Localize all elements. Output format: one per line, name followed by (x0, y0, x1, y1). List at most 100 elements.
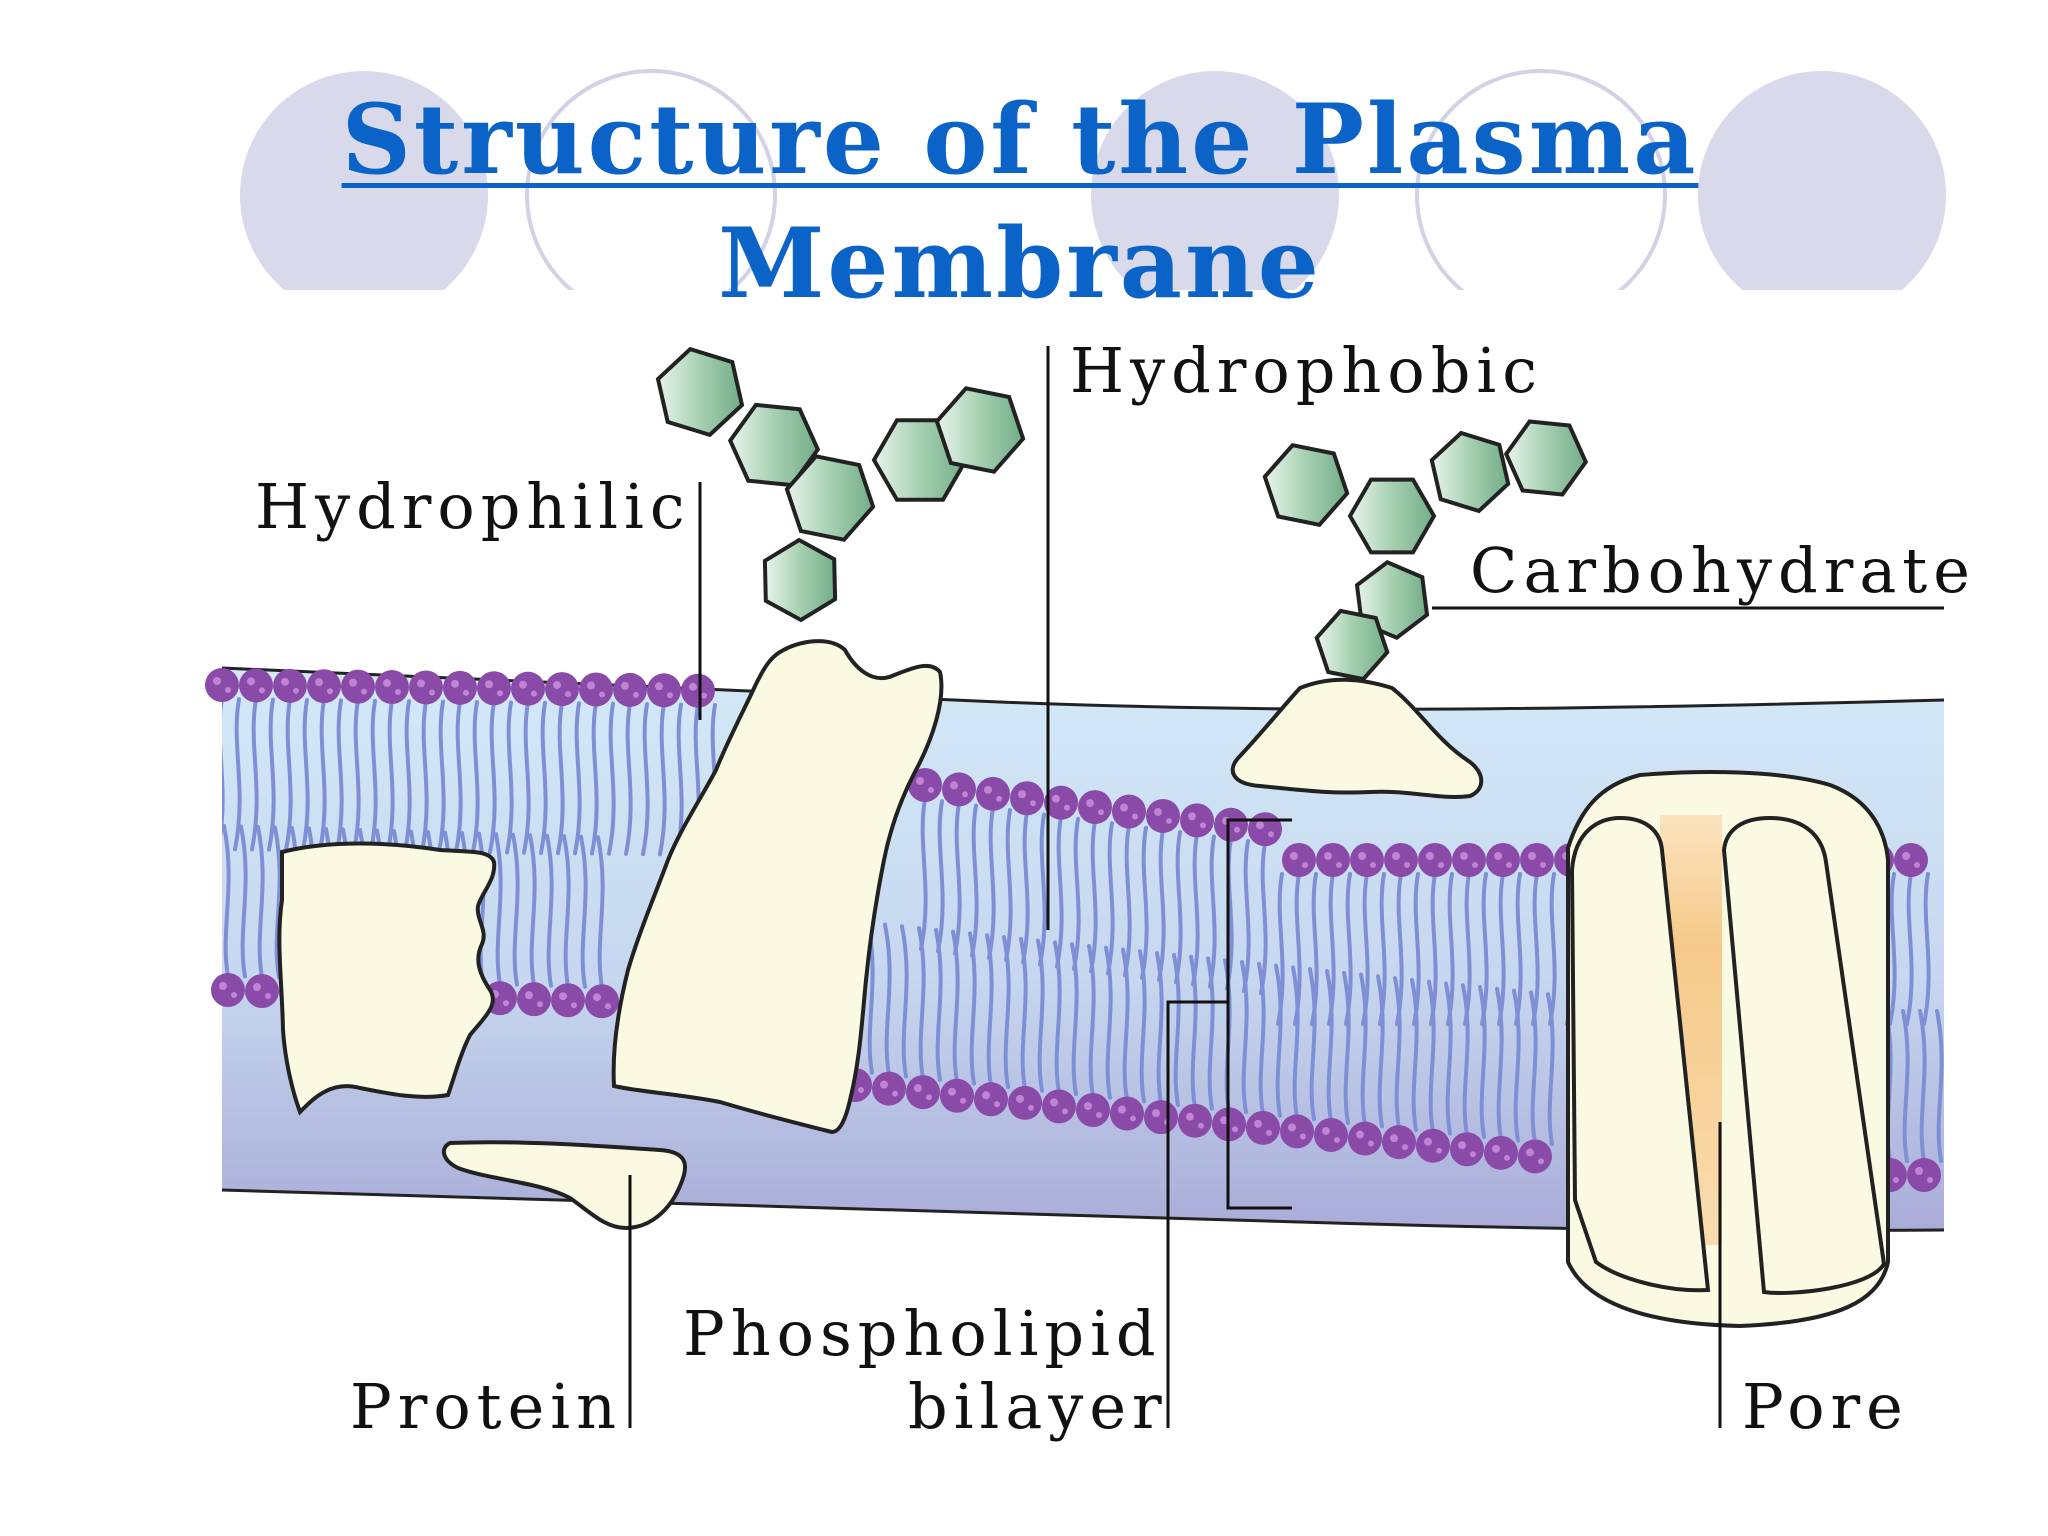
lipid-tail (239, 824, 248, 979)
lipid-head-dot (599, 691, 605, 698)
sugar-hexagon (784, 454, 876, 542)
lipid-tail (1291, 965, 1300, 1120)
lipid-head (613, 672, 647, 707)
decorative-circles (240, 69, 1946, 290)
lipid-head (1520, 843, 1554, 877)
lipid-head-dot (962, 791, 968, 798)
lipid-head-dot (537, 1001, 543, 1008)
lipid-tail (1427, 979, 1436, 1134)
lipid-head-dot (231, 992, 237, 998)
lipid-head (1044, 785, 1078, 820)
lipid-head (1314, 1117, 1348, 1152)
lipid-head-dot (1470, 1151, 1476, 1158)
lipid-head-dot (1914, 862, 1920, 868)
lipid-head-dot (565, 691, 571, 698)
lipid-tail (1495, 986, 1504, 1141)
membrane-top-edge (221, 666, 1945, 711)
bilayer-bracket (1226, 818, 1292, 1210)
lipid-tail (573, 701, 582, 856)
lipid-head-dot (395, 689, 401, 696)
lipid-head-dot (1152, 1109, 1160, 1118)
lipid-head-dot (1402, 1144, 1408, 1151)
lipid-head-dot (1540, 862, 1546, 868)
lipid-tail (596, 835, 605, 990)
lipid-head-dot (1256, 821, 1264, 830)
lipid-head-dot (1166, 817, 1172, 824)
lipid-head-dot (1268, 831, 1274, 838)
lipid-head-dot (621, 681, 629, 690)
lipid-head (1282, 843, 1316, 877)
lipid-head-dot (1893, 1177, 1899, 1183)
lipid-tail (273, 825, 282, 980)
lipid-tail (936, 799, 945, 954)
lipid-head (1518, 1139, 1552, 1174)
lipid-head-dot (1458, 1141, 1466, 1150)
lipid-head-dot (1186, 1112, 1194, 1121)
lipid-head (1010, 781, 1044, 816)
lipid-tail (1189, 954, 1198, 1109)
lipid-head-dot (587, 681, 595, 690)
lipid-head-dot (485, 680, 493, 689)
lipid-head (681, 673, 715, 708)
lipid-head-dot (1052, 794, 1060, 803)
sugar-hexagon (1429, 430, 1511, 514)
lipid-head (976, 776, 1010, 811)
lipid-head-dot (928, 787, 934, 793)
lipid-head-dot (1504, 1154, 1510, 1161)
label-carbohydrate: Carbohydrate (1470, 534, 1976, 607)
lipid-head (1452, 843, 1486, 877)
lipid-head-dot (1438, 862, 1444, 868)
lipid-head (1384, 843, 1418, 877)
lipid-tail (1497, 872, 1506, 1026)
lipid-head (375, 670, 409, 705)
lipid-head-dot (1927, 1177, 1933, 1183)
lipid-head (1008, 1085, 1042, 1120)
lipid-head (1280, 1114, 1314, 1149)
lipid-head-dot (1358, 852, 1366, 860)
lipid-tail (403, 699, 412, 854)
lipid-head-dot (553, 681, 561, 690)
pore-channel-protein (1566, 770, 1890, 1329)
lipid-head (1214, 807, 1248, 842)
lipid-head-dot (1266, 1129, 1272, 1136)
sugar-hexagon (1347, 477, 1437, 555)
lipid-tail (233, 697, 242, 852)
lipid-head-dot (667, 692, 673, 699)
lipid-head (1450, 1132, 1484, 1167)
lipid-tail (1002, 935, 1011, 1090)
lipid-head-dot (1494, 852, 1502, 860)
lipid-head (1316, 843, 1350, 877)
lipid-head-dot (247, 677, 255, 686)
lipid-tail (1512, 988, 1521, 1143)
lipid-tail (1480, 872, 1489, 1026)
lipid-head-dot (689, 682, 697, 691)
lipid-tail (1461, 983, 1470, 1138)
lipid-head-dot (1220, 1116, 1228, 1125)
lipid-head-dot (1528, 852, 1536, 860)
lipid-head (1112, 794, 1146, 829)
lipid-head-dot (1084, 1101, 1092, 1110)
lipid-head (579, 672, 613, 707)
lipid-tail (987, 805, 996, 960)
lipid-tail (1072, 816, 1081, 971)
lipid-tail (1140, 825, 1149, 980)
lipid-tail (1155, 951, 1164, 1106)
lipid-tail (1172, 952, 1181, 1107)
lipid-head (211, 973, 245, 1007)
lipid-head-dot (1188, 812, 1196, 821)
lipid-head (647, 673, 681, 708)
lipid-tail (1922, 872, 1931, 1026)
lipid-head-dot (571, 1002, 577, 1009)
lipid-tail (335, 698, 344, 853)
lipid-head-dot (497, 690, 503, 697)
deco-circle (525, 69, 777, 290)
lipid-head-dot (1254, 1119, 1262, 1128)
lipid-head-dot (1288, 1123, 1296, 1132)
label-hydrophilic: Hydrophilic (255, 470, 691, 543)
lipid-head (1907, 1158, 1941, 1192)
lipid-head-dot (858, 1087, 864, 1093)
lipid-head (511, 671, 545, 706)
lipid-head (1110, 1096, 1144, 1131)
lipid-head-dot (1086, 799, 1094, 808)
lipid-head-dot (1096, 1111, 1102, 1118)
